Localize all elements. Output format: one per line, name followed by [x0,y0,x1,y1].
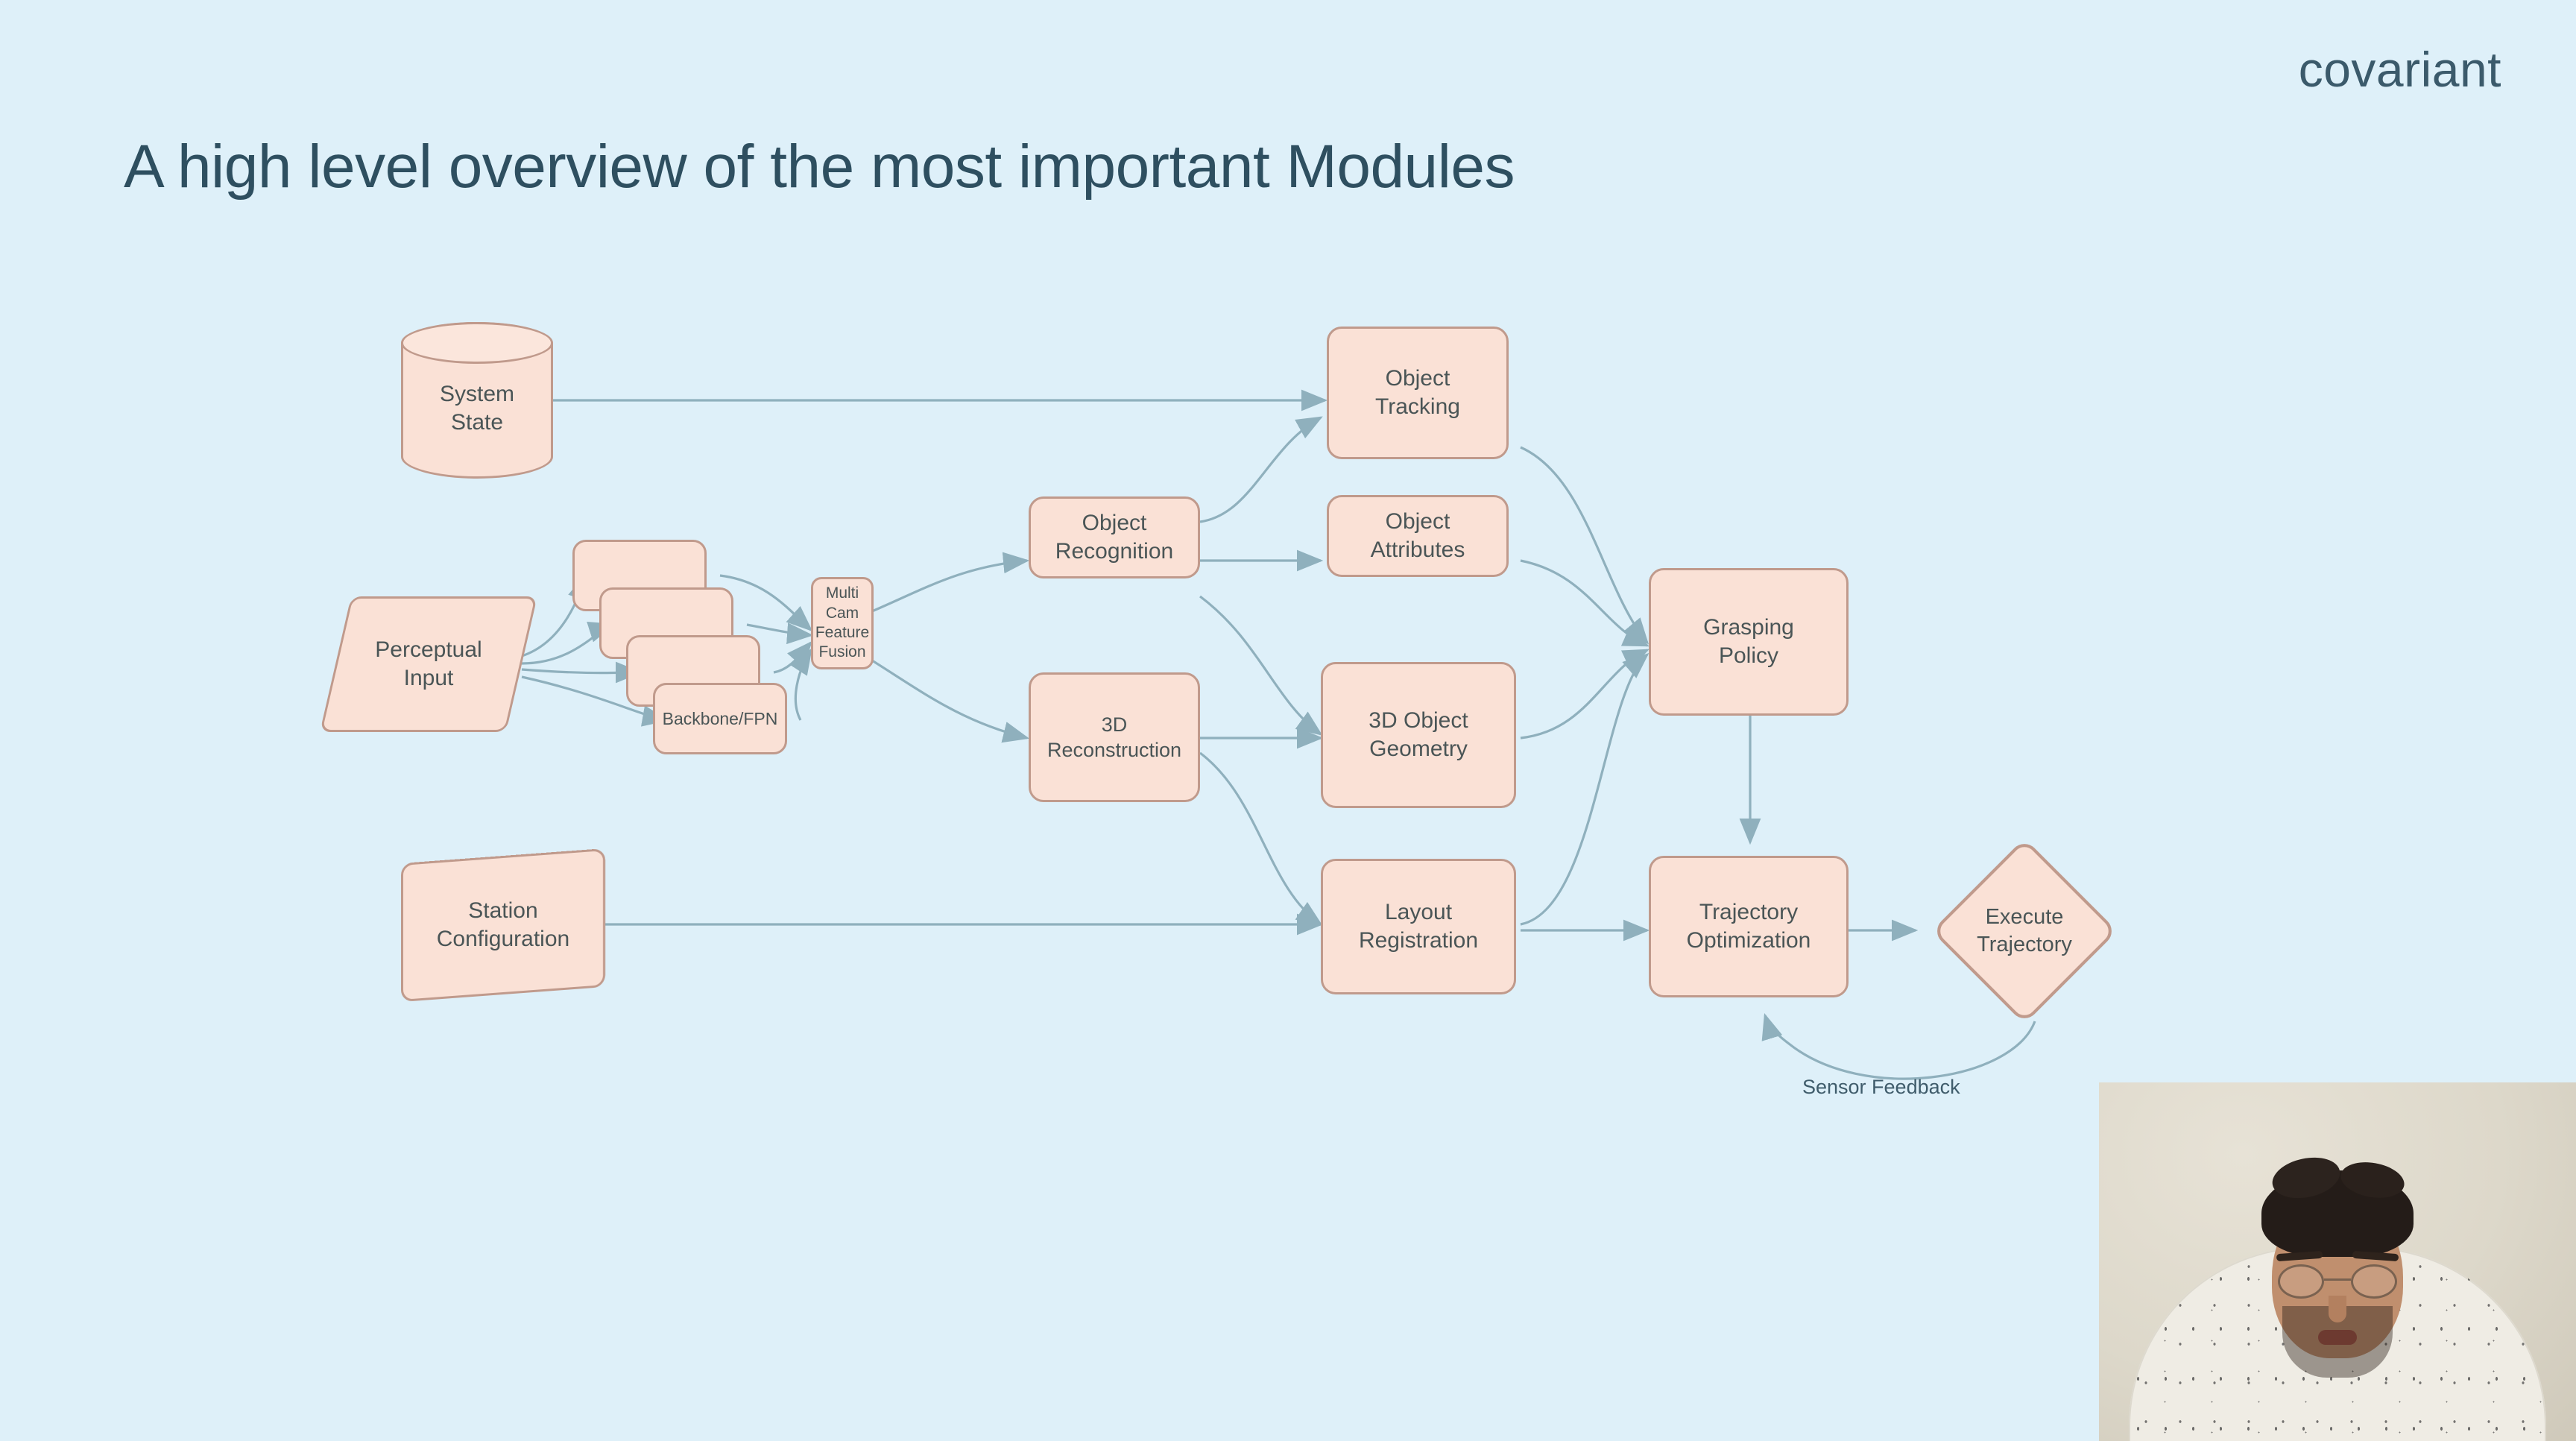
node-label-line: Policy [1718,643,1778,668]
node-label-line: Trajectory [1977,933,2072,956]
edge-label-sensor-feedback: Sensor Feedback [1802,1076,1960,1098]
node-trajectory-optimization[interactable]: Trajectory Optimization [1649,856,1849,997]
node-label-line: Reconstruction [1046,739,1182,761]
node-label-line: Object [1385,509,1450,535]
node-3d-reconstruction[interactable]: 3D Reconstruction [1029,672,1200,802]
node-backbone-fpn-stack[interactable]: Backbone/FPN [572,540,789,757]
node-multi-cam-feature-fusion[interactable]: Multi Cam Feature Fusion [811,577,874,669]
slide-title: A high level overview of the most import… [124,132,1515,201]
node-label-line: Cam [825,604,859,622]
glasses-lens-left [2278,1264,2324,1299]
covariant-logo: covariant [2298,42,2501,97]
node-label-line: State [450,410,504,435]
stack-card-front[interactable]: Backbone/FPN [653,683,787,754]
node-label-line: Feature [815,624,870,641]
node-layout-registration[interactable]: Layout Registration [1321,859,1516,994]
node-label-line: Object [1082,511,1147,536]
node-object-tracking[interactable]: Object Tracking [1327,327,1509,459]
glasses-bridge [2324,1278,2351,1281]
node-label-line: Multi [825,584,859,602]
node-label-line: Input [403,666,454,690]
node-label-backbone-fpn: Backbone/FPN [662,708,778,728]
node-label-line: Grasping [1703,615,1794,640]
presenter-mouth [2318,1330,2357,1345]
presenter-nose [2329,1296,2346,1322]
node-grasping-policy[interactable]: Grasping Policy [1649,568,1849,716]
node-label-line: Registration [1358,928,1479,953]
node-object-attributes[interactable]: Object Attributes [1327,495,1509,577]
presenter-video-overlay[interactable] [2099,1082,2576,1441]
node-system-state[interactable]: System State [401,322,553,479]
node-label-line: Tracking [1375,394,1460,419]
node-label-line: Optimization [1686,928,1811,953]
node-label-line: Trajectory [1699,900,1799,925]
node-label-line: 3D [1101,713,1128,736]
presenter-hair [2261,1170,2414,1257]
node-station-configuration[interactable]: Station Configuration [401,848,605,1003]
node-object-recognition[interactable]: Object Recognition [1029,496,1200,578]
presenter-glasses [2278,1264,2397,1299]
node-label-line: Recognition [1055,539,1174,564]
node-label-line: Layout [1384,900,1453,925]
node-perceptual-input[interactable]: Perceptual Input [319,596,538,732]
node-label-line: System [439,382,515,407]
glasses-lens-right [2351,1264,2397,1299]
node-3d-object-geometry[interactable]: 3D Object Geometry [1321,662,1516,808]
node-label-line: Configuration [436,927,570,951]
node-label-line: Station [468,898,538,924]
node-label-line: Geometry [1369,737,1468,761]
node-execute-trajectory[interactable]: Execute Trajectory [1917,838,2132,1024]
node-label-line: Execute [1985,905,2064,930]
node-label-line: Perceptual [375,637,482,663]
node-label-line: Object [1385,366,1450,391]
node-label-line: 3D Object [1368,708,1468,734]
node-label-line: Attributes [1370,537,1465,562]
node-label-line: Fusion [818,643,866,661]
cylinder-top-ellipse [401,322,553,364]
